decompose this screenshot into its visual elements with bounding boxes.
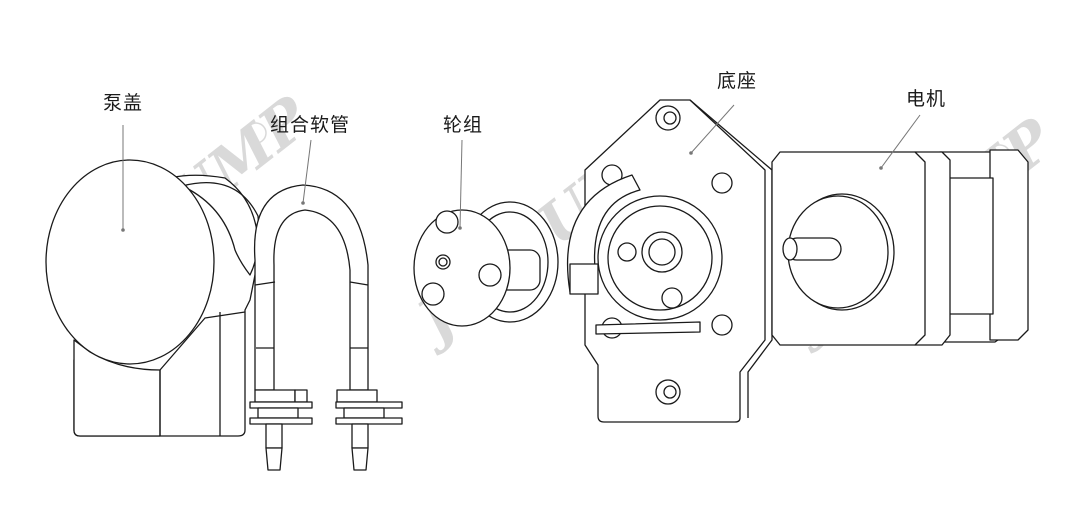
leader-tube-assembly xyxy=(302,139,312,204)
part-roller-assembly xyxy=(413,201,559,327)
part-pump-cover xyxy=(45,159,260,437)
part-motor xyxy=(771,149,1029,346)
label-tube-assembly: 组合软管 xyxy=(270,114,351,136)
leader-lines xyxy=(122,104,921,230)
label-base: 底座 xyxy=(717,70,758,92)
part-base xyxy=(566,99,773,423)
label-roller-assembly: 轮组 xyxy=(443,114,484,136)
label-motor: 电机 xyxy=(906,88,947,110)
part-tube-assembly xyxy=(249,184,403,471)
leader-base xyxy=(690,104,735,154)
leader-roller-assembly xyxy=(459,139,463,229)
label-pump-cover: 泵盖 xyxy=(103,92,144,114)
leader-motor xyxy=(880,114,921,169)
